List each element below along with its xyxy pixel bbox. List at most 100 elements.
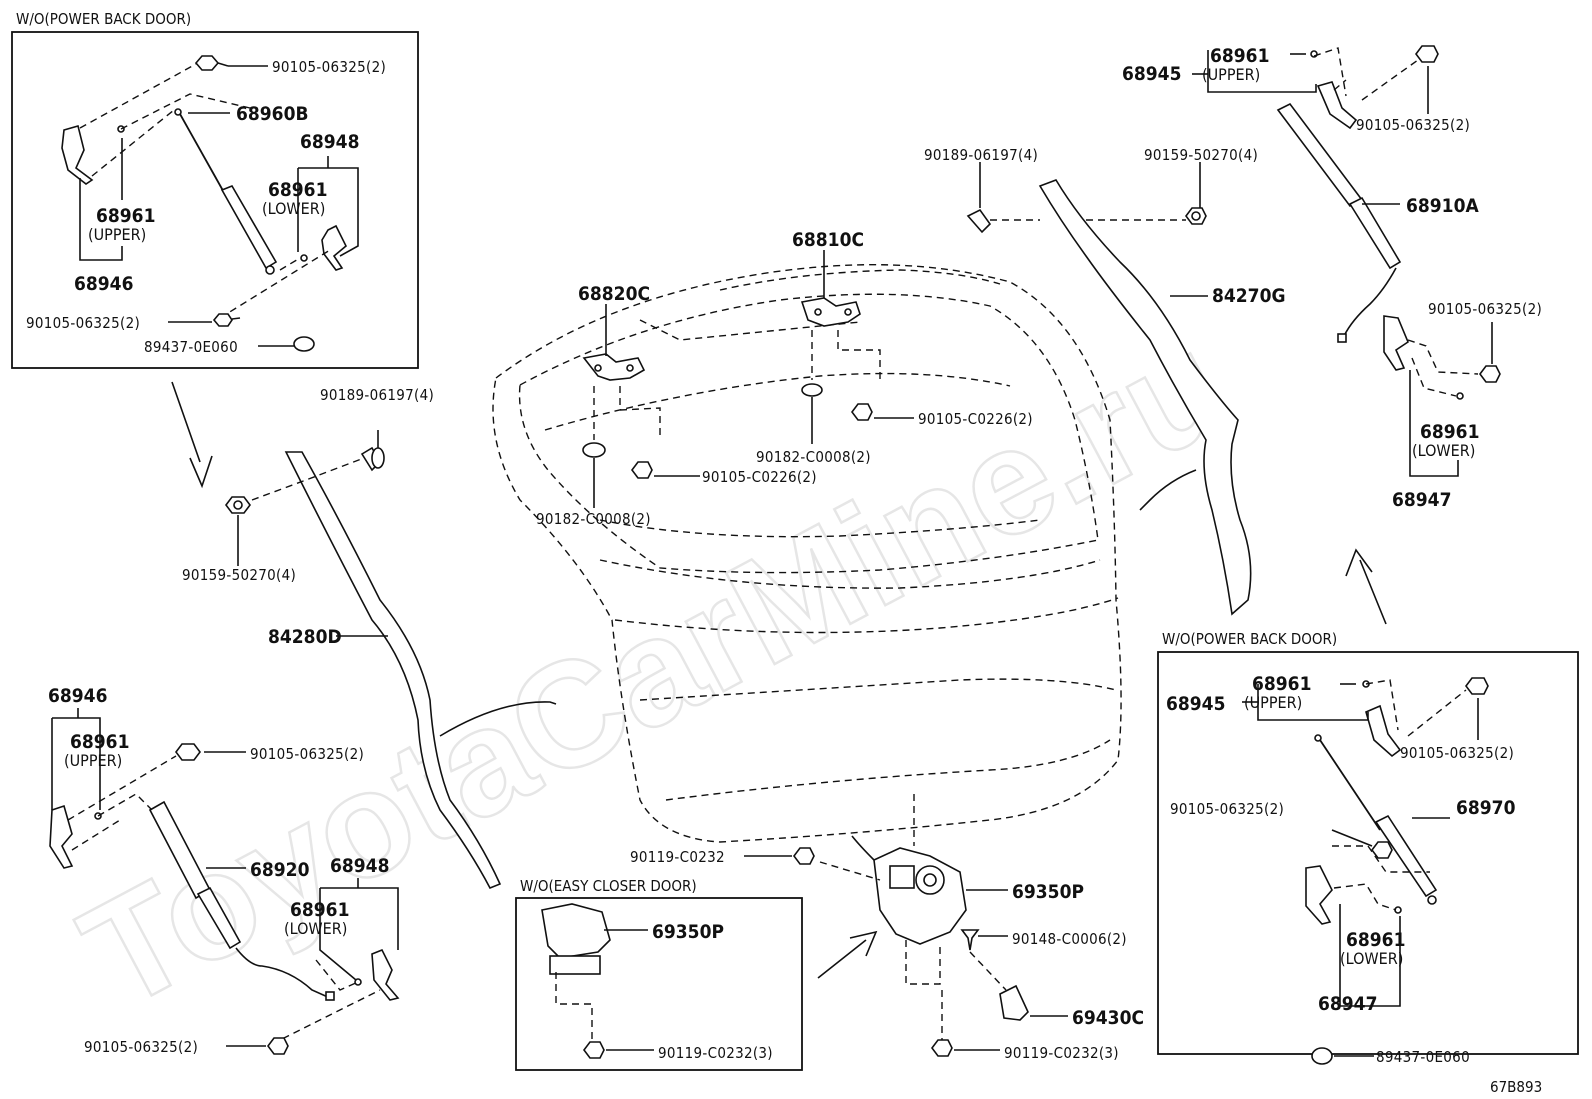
- clip-90189-06197-left: [360, 446, 385, 472]
- hinge-68810C: [800, 297, 861, 327]
- label-69430C: 69430C: [1072, 1007, 1144, 1029]
- label-upper-c: (UPPER): [64, 751, 122, 770]
- label-90105-06325-f: 90105-06325(2): [1428, 300, 1542, 318]
- label-68961-b: 68961: [96, 205, 155, 227]
- label-89437-0E060-b: 89437-0E060: [1376, 1048, 1470, 1066]
- bracket-upper-left: [61, 125, 94, 185]
- label-90159-50270-a: 90159-50270(4): [182, 566, 296, 584]
- label-68947-b: 68947: [1318, 993, 1377, 1015]
- label-68948-a: 68948: [300, 131, 359, 153]
- label-68820C: 68820C: [578, 283, 650, 305]
- box-wo-power-back-door-right: [1157, 651, 1579, 1055]
- label-68920: 68920: [250, 859, 310, 881]
- label-upper-g: (UPPER): [1244, 693, 1302, 712]
- label-68960B: 68960B: [236, 103, 309, 125]
- label-90119-C0232-b: 90119-C0232(3): [1004, 1044, 1119, 1062]
- bolt-90105-C0226-right: [851, 403, 873, 421]
- label-90119-C0232-c: 90119-C0232(3): [658, 1044, 773, 1062]
- bolt-90105-06325-bottom-bottom-left: [267, 1037, 289, 1055]
- label-90105-06325-c: 90105-06325(2): [250, 745, 364, 763]
- label-90105-06325-a: 90105-06325(2): [272, 58, 386, 76]
- bracket-lower-left: [300, 224, 347, 271]
- label-68961-e: 68961: [1210, 45, 1269, 67]
- bolt-90105-06325-bottom-left: [212, 313, 241, 327]
- label-90105-06325-h: 90105-06325(2): [1170, 800, 1284, 818]
- label-lower-d: (LOWER): [284, 919, 347, 938]
- lock-assembly-69350P: [851, 835, 967, 945]
- label-69350P-a: 69350P: [1012, 881, 1084, 903]
- box-wo-power-back-door-left: [11, 31, 419, 369]
- label-90105-06325-g: 90105-06325(2): [1400, 744, 1514, 762]
- label-84280D: 84280D: [268, 626, 342, 648]
- bracket-lower-box-right: [1305, 865, 1402, 925]
- group-title-wo-power-back-door-left: W/O(POWER BACK DOOR): [16, 10, 191, 28]
- bracket-lower-bottom-left: [354, 948, 400, 1001]
- lock-assembly-69350P-box: [541, 903, 611, 975]
- nut-90159-50270-right: [1185, 207, 1207, 225]
- label-upper-b: (UPPER): [88, 225, 146, 244]
- label-90189-06197-b: 90189-06197(4): [924, 146, 1038, 164]
- label-68946-a: 68946: [74, 273, 133, 295]
- group-title-wo-power-back-door-right: W/O(POWER BACK DOOR): [1162, 630, 1337, 648]
- label-68910A: 68910A: [1406, 195, 1479, 217]
- cable-69430C: [999, 984, 1029, 1021]
- label-90182-C0008-a: 90182-C0008(2): [756, 448, 871, 466]
- diagram-code: 67B893: [1490, 1078, 1542, 1096]
- label-lower-a: (LOWER): [262, 199, 325, 218]
- label-lower-f: (LOWER): [1412, 441, 1475, 460]
- label-90105-C0226-b: 90105-C0226(2): [702, 468, 817, 486]
- back-door-panel-drawing: [492, 264, 1122, 843]
- label-68970: 68970: [1456, 797, 1516, 819]
- label-90189-06197-a: 90189-06197(4): [320, 386, 434, 404]
- gas-strut-68960B: [174, 108, 278, 275]
- label-68961-g: 68961: [1252, 673, 1311, 695]
- label-68961-f: 68961: [1420, 421, 1479, 443]
- label-lower-h: (LOWER): [1340, 949, 1403, 968]
- bracket-upper-top-right: [1310, 50, 1358, 130]
- weatherstrip-84270G: [1038, 179, 1252, 616]
- label-84270G: 84270G: [1212, 285, 1286, 307]
- clip-90189-06197-right: [966, 208, 992, 234]
- nut-90159-50270-left: [225, 496, 251, 514]
- label-68961-c: 68961: [70, 731, 129, 753]
- label-90182-C0008-b: 90182-C0008(2): [536, 510, 651, 528]
- bolt-90119-C0232-center: [793, 847, 815, 865]
- bolt-90119-C0232-center-bottom: [931, 1039, 953, 1057]
- label-68810C: 68810C: [792, 229, 864, 251]
- label-90148-C0006: 90148-C0006(2): [1012, 930, 1127, 948]
- screw-90148-C0006: [960, 929, 980, 951]
- label-upper-e: (UPPER): [1202, 65, 1260, 84]
- label-68947-a: 68947: [1392, 489, 1451, 511]
- hinge-68820C: [582, 353, 646, 381]
- bracket-lower-top-right: [1383, 315, 1464, 400]
- label-90159-50270-b: 90159-50270(4): [1144, 146, 1258, 164]
- bolt-90105-06325-mid-right: [1479, 365, 1501, 383]
- bolt-90105-06325-top-left: [194, 55, 229, 71]
- label-89437-0E060-a: 89437-0E060: [144, 338, 238, 356]
- label-68961-h: 68961: [1346, 929, 1405, 951]
- label-68946-b: 68946: [48, 685, 107, 707]
- label-68961-d: 68961: [290, 899, 349, 921]
- bolt-90119-C0232-box: [583, 1041, 605, 1059]
- group-title-wo-easy-closer-door: W/O(EASY CLOSER DOOR): [520, 877, 697, 895]
- bolt-90105-C0226-left: [631, 461, 653, 479]
- label-69350P-b: 69350P: [652, 921, 724, 943]
- label-68948-b: 68948: [330, 855, 389, 877]
- label-90105-C0226-a: 90105-C0226(2): [918, 410, 1033, 428]
- bolt-90105-06325-box-right-mid: [1371, 841, 1393, 859]
- washer-90182-C0008-left: [582, 442, 606, 458]
- label-90119-C0232-a: 90119-C0232: [630, 848, 725, 866]
- label-68945-b: 68945: [1166, 693, 1225, 715]
- label-90105-06325-b: 90105-06325(2): [26, 314, 140, 332]
- gas-strut-68910A: [1276, 102, 1402, 343]
- cap-89437-0E060-right: [1311, 1047, 1333, 1065]
- label-90105-06325-d: 90105-06325(2): [84, 1038, 198, 1056]
- weatherstrip-84280D: [284, 451, 557, 890]
- bolt-90105-06325-box-right-top: [1465, 677, 1489, 695]
- cap-89437-0E060-left: [293, 336, 315, 352]
- gas-strut-68920: [148, 800, 335, 1001]
- bolt-90105-06325-mid-left: [175, 743, 201, 761]
- washer-90182-C0008-right: [801, 383, 823, 397]
- label-68945-a: 68945: [1122, 63, 1181, 85]
